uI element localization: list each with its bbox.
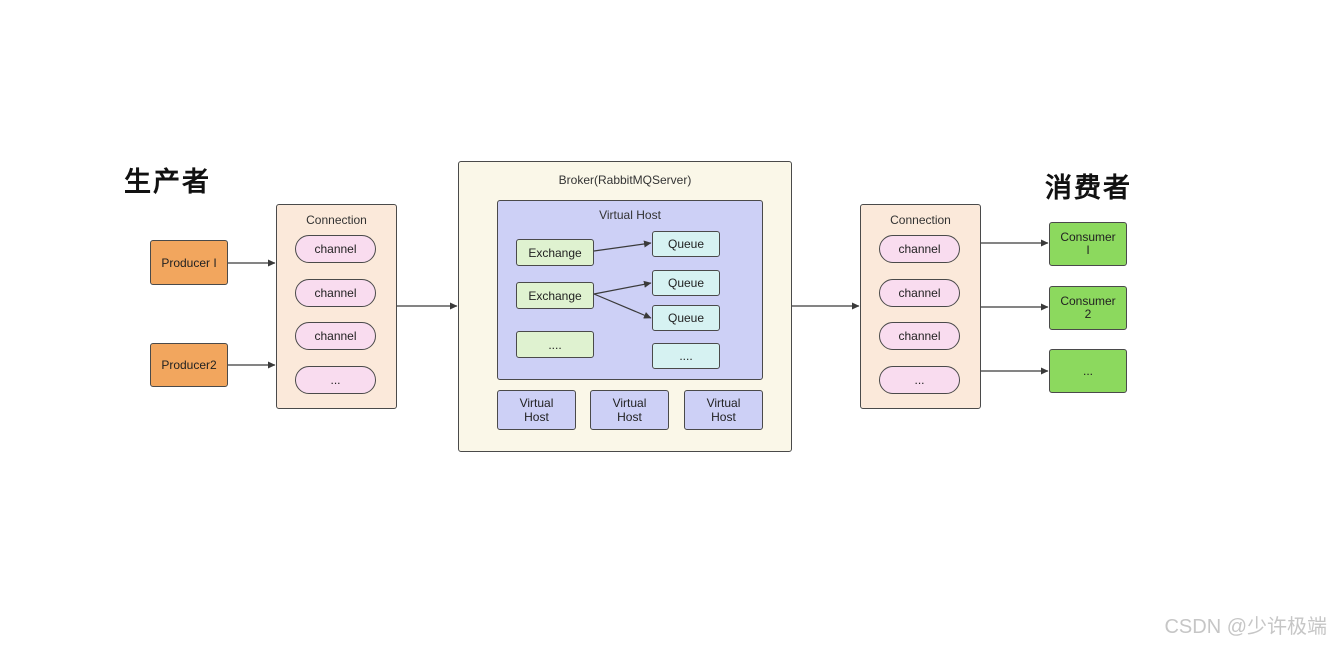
queue-3[interactable]: Queue	[652, 305, 720, 331]
consumer-1-node[interactable]: Consumer I	[1049, 222, 1127, 266]
queue-more[interactable]: ....	[652, 343, 720, 369]
producer-connection-title: Connection	[306, 213, 367, 227]
virtual-host-small-2[interactable]: Virtual Host	[590, 390, 669, 430]
virtual-host-small-3[interactable]: Virtual Host	[684, 390, 763, 430]
exchange-more[interactable]: ....	[516, 331, 594, 358]
consumer-connection[interactable]: Connection channel channel channel ...	[860, 204, 981, 409]
consumer-channel-1[interactable]: channel	[879, 235, 960, 263]
queue-1[interactable]: Queue	[652, 231, 720, 257]
broker-title: Broker(RabbitMQServer)	[558, 173, 692, 187]
consumer-connection-title: Connection	[890, 213, 951, 227]
consumer-2-node[interactable]: Consumer 2	[1049, 286, 1127, 330]
producer-2-node[interactable]: Producer2	[150, 343, 228, 387]
producer-heading: 生产者	[124, 167, 211, 198]
producer-channel-more[interactable]: ...	[295, 366, 376, 394]
exchange-2[interactable]: Exchange	[516, 282, 594, 309]
producer-connection[interactable]: Connection channel channel channel ...	[276, 204, 397, 409]
producer-channel-2[interactable]: channel	[295, 279, 376, 307]
producer-1-node[interactable]: Producer I	[150, 240, 228, 285]
csdn-watermark: CSDN @少许极端	[1164, 616, 1327, 638]
consumer-heading: 消费者	[1045, 173, 1132, 204]
producer-channel-3[interactable]: channel	[295, 322, 376, 350]
queue-2[interactable]: Queue	[652, 270, 720, 296]
virtual-host-small-1[interactable]: Virtual Host	[497, 390, 576, 430]
consumer-channel-2[interactable]: channel	[879, 279, 960, 307]
producer-channel-1[interactable]: channel	[295, 235, 376, 263]
consumer-more-node[interactable]: ...	[1049, 349, 1127, 393]
consumer-channel-3[interactable]: channel	[879, 322, 960, 350]
exchange-1[interactable]: Exchange	[516, 239, 594, 266]
consumer-channel-more[interactable]: ...	[879, 366, 960, 394]
virtual-host-title: Virtual Host	[599, 208, 661, 222]
